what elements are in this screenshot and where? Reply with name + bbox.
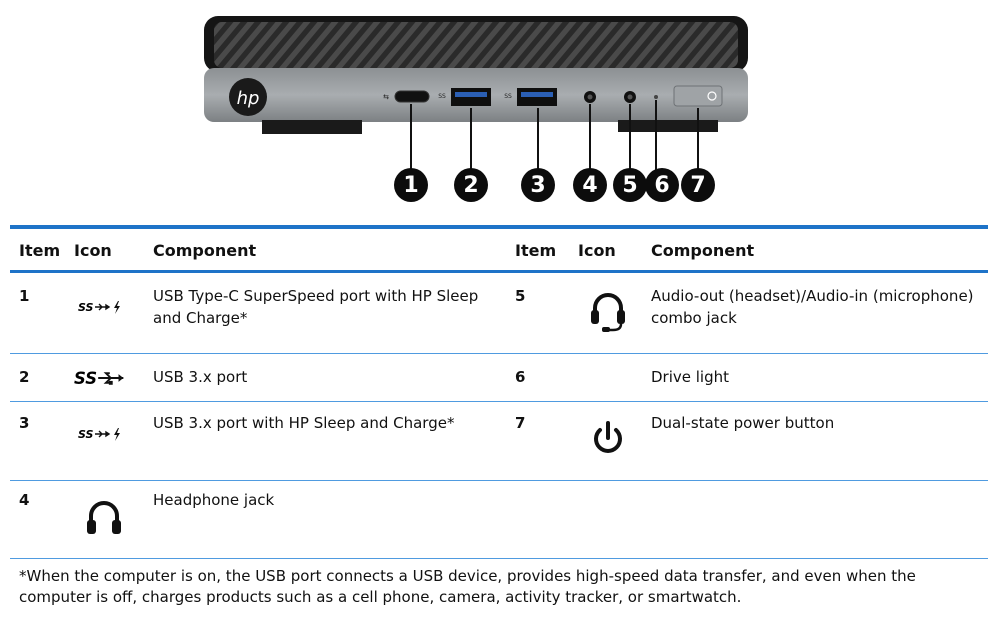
svg-text:SS: SS [504,93,512,100]
header-component: Component [651,241,755,260]
component-label: USB 3.x port with HP Sleep and Charge* [153,414,455,432]
table-row: 1 SS USB Type-C SuperSpeed port with HP … [10,273,988,354]
component-label: Headphone jack [153,491,275,509]
components-table: Item Icon Component Item Icon Component … [10,225,988,559]
svg-text:hp: hp [237,88,260,109]
mini-pc-front-view: hp ⇆ SS SS [204,16,748,170]
table-row: 3 SS USB 3.x port with HP Sleep and Char… [10,402,988,481]
device-illustration: hp ⇆ SS SS 1 2 3 4 5 [0,0,1000,210]
component-label: USB 3.x port [153,368,248,386]
svg-text:SS: SS [74,369,97,388]
usb-superspeed-charge-icon: SS [74,422,134,446]
header-component: Component [153,241,257,260]
header-item: Item [19,241,61,260]
usb-superspeed-icon: SS [74,366,134,390]
svg-text:SS: SS [78,301,94,314]
component-label: Audio-out (headset)/Audio-in (microphone… [651,287,974,327]
callout-6: 6 [645,168,679,202]
item-number: 4 [19,491,30,509]
table-header: Item Icon Component Item Icon Component [10,229,988,273]
header-item: Item [515,241,557,260]
item-number: 1 [19,287,30,305]
component-label: USB Type-C SuperSpeed port with HP Sleep… [153,287,479,327]
callout-3: 3 [521,168,555,202]
item-number: 3 [19,414,30,432]
table-row: 4 Headphone jack [10,481,988,559]
callout-2: 2 [454,168,488,202]
usb-superspeed-charge-icon: SS [74,295,134,319]
item-number: 2 [19,368,30,386]
item-number: 6 [515,368,526,386]
callout-4: 4 [573,168,607,202]
headphone-icon [74,495,134,537]
callout-1: 1 [394,168,428,202]
callout-5: 5 [613,168,647,202]
item-number: 7 [515,414,526,432]
svg-text:SS: SS [78,428,94,441]
component-label: Drive light [651,368,730,386]
headset-mic-icon [578,285,638,335]
header-icon: Icon [578,241,616,260]
item-number: 5 [515,287,526,305]
svg-text:SS: SS [438,93,446,100]
footnote: *When the computer is on, the USB port c… [19,567,916,606]
hp-logo [229,78,267,116]
svg-text:⇆: ⇆ [383,93,389,101]
callout-7: 7 [681,168,715,202]
table-row: 2 SS USB 3.x port 6 Drive light [10,354,988,402]
component-label: Dual-state power button [651,414,835,432]
header-icon: Icon [74,241,112,260]
power-icon [578,416,638,460]
